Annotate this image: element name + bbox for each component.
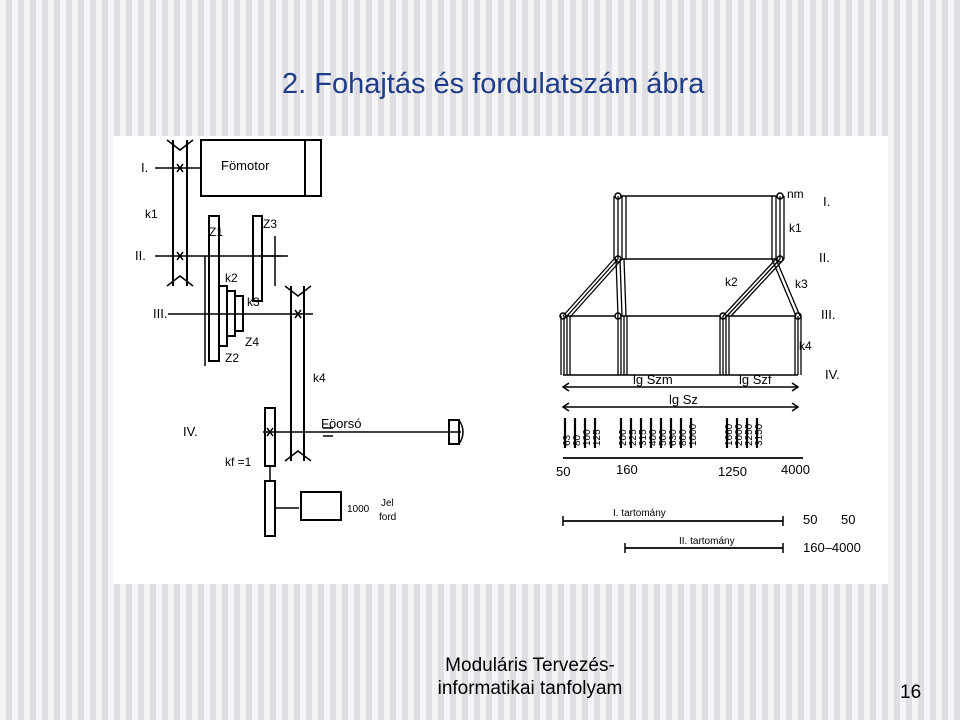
motor-box — [200, 139, 322, 197]
label-lg-szf: lg Szf — [739, 372, 772, 387]
speed-value: 630 — [668, 429, 679, 446]
encoder-den: ford — [379, 512, 396, 523]
encoder-num: Jel — [381, 498, 394, 509]
speed-value: 1000 — [688, 423, 699, 446]
kin-stage-4: IV. — [183, 424, 198, 439]
motor-label: Fömotor — [221, 158, 270, 173]
speed-value: 63 — [562, 434, 573, 446]
speed-value: 200 — [618, 429, 629, 446]
speed-value: 3150 — [754, 423, 765, 446]
page-number: 16 — [900, 682, 922, 703]
kin-kf: kf =1 — [225, 455, 252, 469]
kin-k3: k3 — [247, 295, 260, 309]
chart-stage-1: I. — [823, 194, 830, 209]
label-lg-sz: lg Sz — [669, 392, 698, 407]
range-2-label: II. tartomány — [679, 536, 735, 547]
footer-line-2: informatikai tanfolyam — [437, 678, 623, 699]
kin-k1: k1 — [145, 207, 158, 221]
speed-value: 400 — [648, 429, 659, 446]
kin-stage-1: I. — [141, 160, 148, 175]
speed-value: 100 — [582, 429, 593, 446]
kin-stage-3: III. — [153, 306, 167, 321]
footer: Moduláris Tervezés- informatikai tanfoly… — [405, 654, 655, 700]
axis-tick-4000: 4000 — [781, 462, 810, 477]
range-2-value: 160–4000 — [803, 540, 861, 555]
speed-value: 1660 — [724, 423, 735, 446]
axis-tick-1250: 1250 — [718, 464, 747, 479]
gear-z2-label: Z2 — [225, 351, 239, 365]
label-lg-szm: lg Szm — [633, 372, 673, 387]
range-1-label: I. tartomány — [613, 508, 666, 519]
spindle-nose — [448, 419, 460, 445]
gear-z3-label: Z3 — [263, 217, 277, 231]
speed-value: 2000 — [734, 423, 745, 446]
kin-k4: k4 — [313, 371, 326, 385]
range-1-value-a: 50 — [803, 512, 817, 527]
gearbox-drawing: I. II. III. IV. Fömotor Föorsó k1 k2 k3 … — [135, 139, 861, 555]
gear-z4-label: Z4 — [245, 335, 259, 349]
speed-value: 225 — [628, 429, 639, 446]
spindle-label: Föorsó — [321, 416, 361, 431]
kin-stage-2: II. — [135, 248, 146, 263]
chart-k4: k4 — [799, 339, 812, 353]
speed-value: 315 — [638, 429, 649, 446]
gear-z1-label: Z1 — [209, 225, 223, 239]
speed-value-labels: 63 80 100 125 200 225 315 400 500 630 80… — [562, 423, 765, 446]
axis-tick-50: 50 — [556, 464, 570, 479]
chart-k3: k3 — [795, 277, 808, 291]
encoder-box — [300, 491, 342, 521]
gearbox-figure: I. II. III. IV. Fömotor Föorsó k1 k2 k3 … — [113, 136, 888, 584]
footer-line-1: Moduláris Tervezés- — [445, 655, 615, 676]
slide-title: 2. Fohajtás és fordulatszám ábra — [282, 68, 705, 100]
gear-z3 — [252, 215, 263, 302]
chart-stage-3: III. — [821, 307, 835, 322]
speed-value: 80 — [572, 434, 583, 446]
chart-k2: k2 — [725, 275, 738, 289]
chart-nm: nm — [787, 187, 804, 201]
speed-value: 800 — [678, 429, 689, 446]
kin-k2: k2 — [225, 271, 238, 285]
range-1-value-b: 50 — [841, 512, 855, 527]
chart-stage-2: II. — [819, 250, 830, 265]
speed-value: 2250 — [744, 423, 755, 446]
speed-value: 125 — [592, 429, 603, 446]
axis-tick-160: 160 — [616, 462, 638, 477]
chart-k1: k1 — [789, 221, 802, 235]
speed-value: 500 — [658, 429, 669, 446]
encoder-value: 1000 — [347, 504, 370, 515]
chart-stage-4: IV. — [825, 367, 840, 382]
